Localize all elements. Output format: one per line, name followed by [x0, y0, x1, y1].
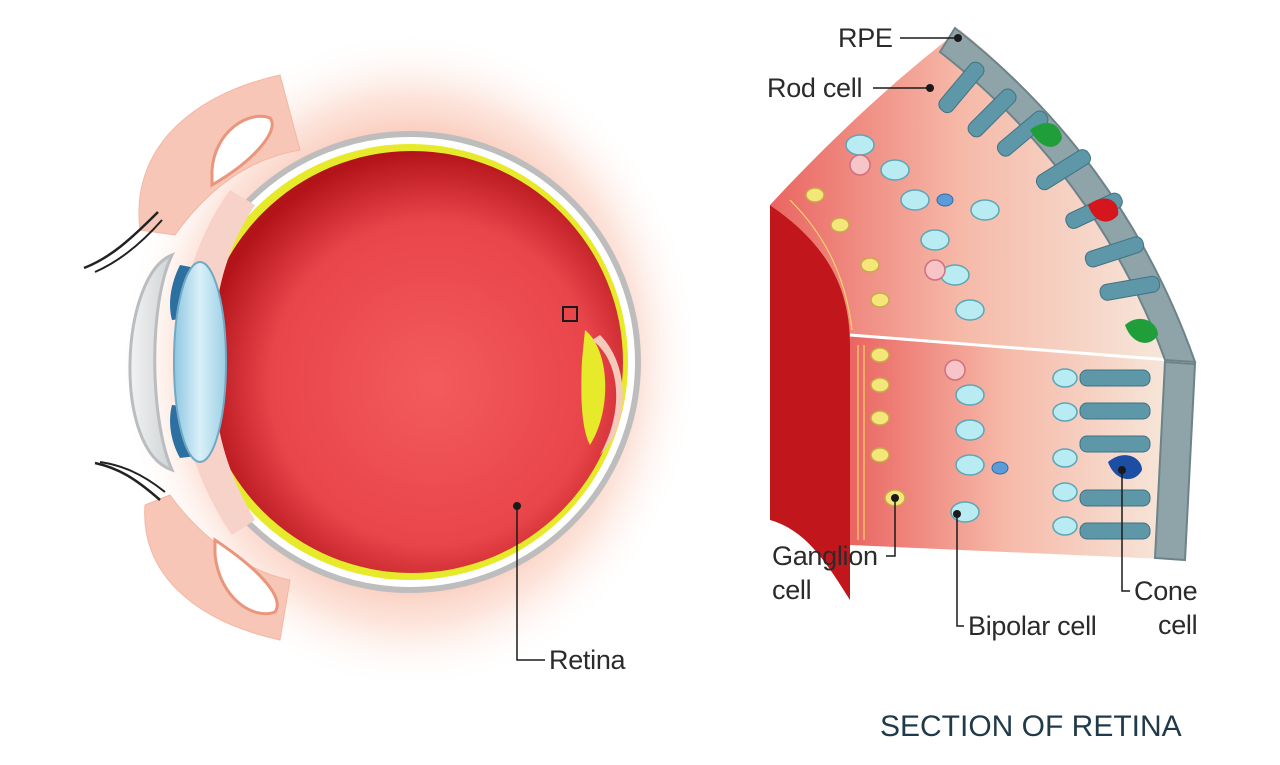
ganglion-cell-label-line1: Ganglion: [772, 541, 878, 571]
nerve-fibers: [789, 199, 865, 540]
horizontal-cells: [936, 193, 1009, 475]
cone-green-upper: [1030, 123, 1062, 147]
section-upper-tissue: [770, 30, 1195, 365]
lower-eyelash-2: [99, 461, 166, 493]
retina-label: Retina: [549, 645, 626, 675]
rpe-band-lower: [1153, 360, 1197, 562]
section-marker: [562, 306, 578, 322]
cone-cell-label-line2: cell: [1158, 610, 1198, 640]
cone-red: [1088, 198, 1119, 222]
section-divider: [849, 333, 1196, 364]
vitreous-body: [201, 151, 623, 573]
optic-nerve: [592, 335, 623, 455]
rod-cell-label: Rod cell: [767, 73, 863, 103]
bipolar-pointer-line: [956, 514, 964, 627]
rods-lower: [1079, 369, 1151, 540]
section-caption: SECTION OF RETINA: [880, 710, 1182, 743]
section-vitreous: [770, 205, 850, 600]
cone-pointer-line: [1121, 470, 1130, 592]
retina-pointer-line: [516, 506, 545, 661]
upper-eyelash-2: [94, 219, 163, 273]
amacrine-cells: [849, 154, 966, 381]
upper-eyelid-margin: [210, 114, 274, 188]
lens: [173, 261, 227, 463]
rpe-label: RPE: [838, 23, 893, 53]
lower-eyelid-margin: [213, 537, 279, 616]
retina-section-group: [770, 26, 1197, 627]
ganglion-cell-label-line2: cell: [772, 575, 812, 605]
cone-blue: [1108, 455, 1142, 480]
cone-green-lower: [1125, 318, 1158, 343]
ganglion-cells: [805, 187, 906, 507]
upper-eyelash: [83, 211, 159, 270]
ganglion-pointer-line: [886, 498, 896, 557]
lower-eyelash: [94, 461, 161, 501]
bipolar-cells-upper: [845, 134, 1000, 321]
bipolar-cell-label: Bipolar cell: [968, 611, 1097, 641]
cone-cell-label-line1: Cone: [1134, 576, 1198, 606]
eyeball-group: [83, 30, 700, 690]
optic-disc: [581, 330, 606, 445]
cornea: [128, 252, 175, 473]
